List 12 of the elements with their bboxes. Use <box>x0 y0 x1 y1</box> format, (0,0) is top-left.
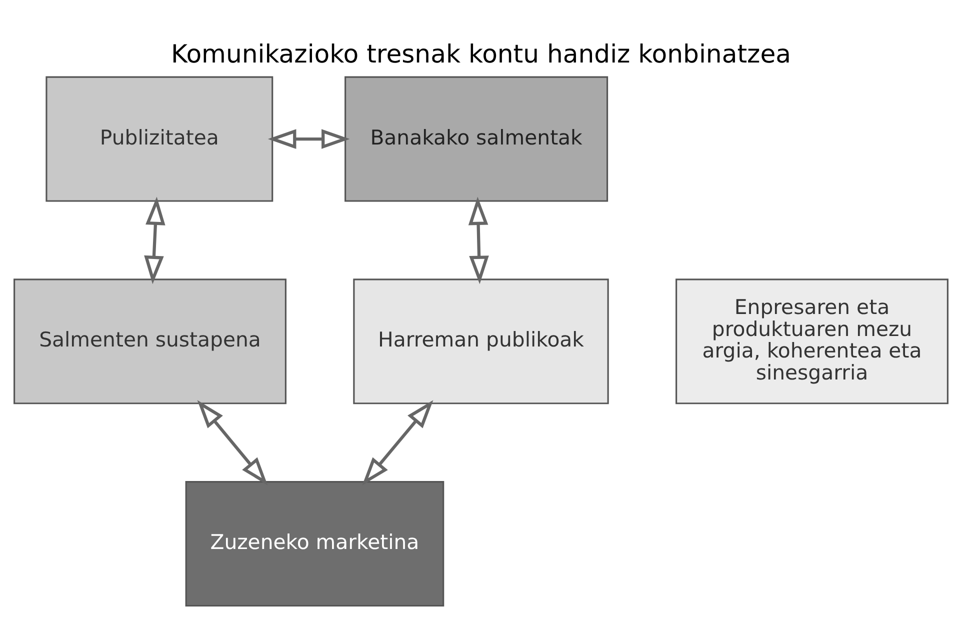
node-box: Publizitatea <box>46 76 274 202</box>
arrow <box>144 196 166 284</box>
node-box: Harreman publikoak <box>353 278 609 404</box>
arrow <box>197 400 268 485</box>
node-box: Enpresaren eta produktuaren mezu argia, koherentea eta sinesgarria <box>676 278 948 404</box>
arrow <box>468 196 489 284</box>
arrow <box>362 400 434 485</box>
node-box: Salmenten sustapena <box>14 278 286 404</box>
arrow <box>268 128 350 148</box>
node-box: Zuzeneko marketina <box>185 480 444 606</box>
node-box: Banakako salmentak <box>344 76 608 202</box>
diagram-title: Komunikazioko tresnak kontu handiz konbinatzea <box>171 39 791 68</box>
